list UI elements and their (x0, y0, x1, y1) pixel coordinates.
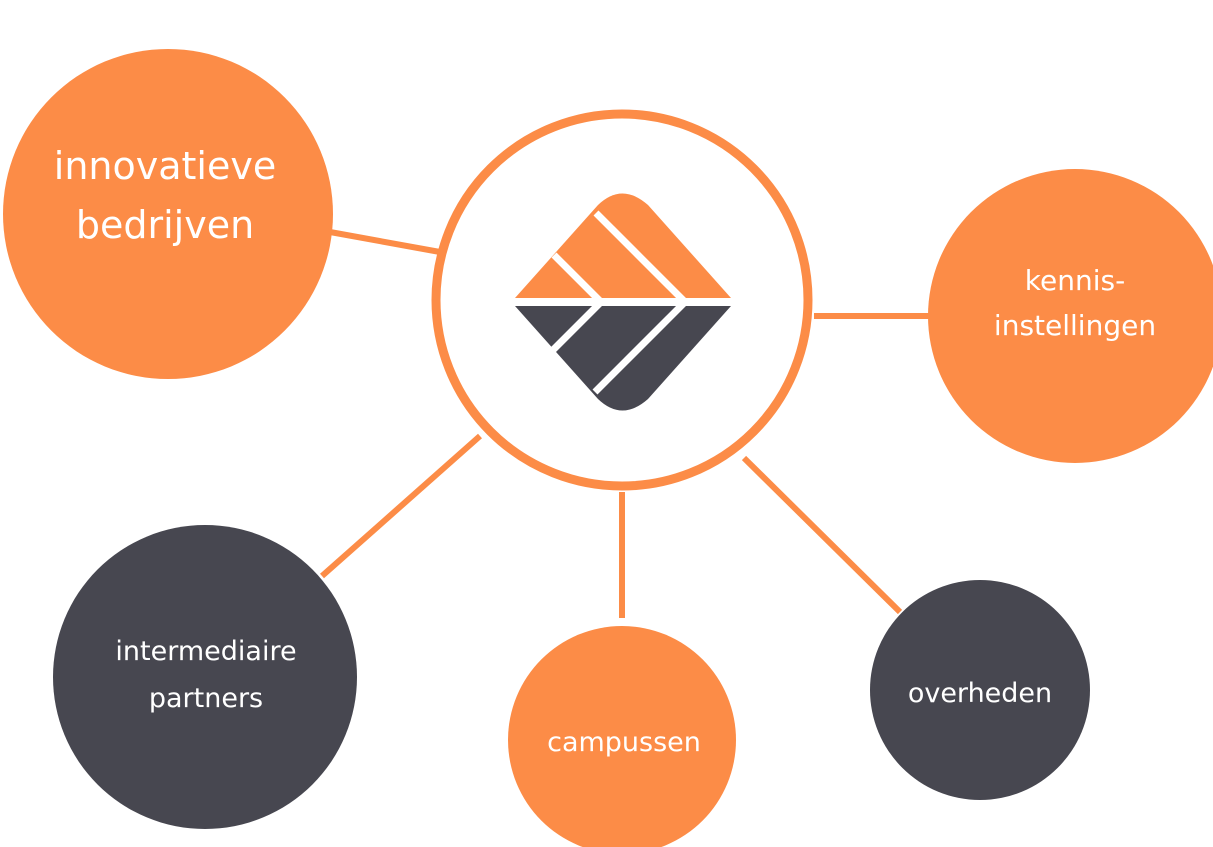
node-label-innovatieve-bedrijven-line2: bedrijven (76, 203, 254, 247)
connectors (320, 229, 930, 618)
node-label-innovatieve-bedrijven-line1: innovatieve (54, 144, 276, 188)
node-label-campussen: campussen (547, 727, 701, 758)
node-label-intermediaire-partners-line1: intermediaire (115, 636, 296, 667)
node-label-kennisinstellingen-line1: kennis- (1025, 264, 1125, 297)
connector-intermediaire-partners (320, 433, 482, 579)
node-intermediaire-partners: intermediaire partners (53, 525, 357, 829)
node-circle-intermediaire-partners (53, 525, 357, 829)
logo-chevron-lines (512, 210, 734, 395)
hub (431, 109, 813, 491)
diamond-chevron-logo-icon (512, 193, 734, 411)
node-campussen: campussen (508, 626, 736, 847)
node-circle-innovatieve-bedrijven (3, 49, 333, 379)
node-kennisinstellingen: kennis- instellingen (928, 169, 1213, 463)
connector-overheden (741, 455, 903, 615)
node-circle-campussen (508, 626, 736, 847)
node-overheden: overheden (870, 580, 1090, 800)
node-label-intermediaire-partners-line2: partners (149, 683, 263, 714)
node-label-kennisinstellingen-line2: instellingen (994, 309, 1156, 342)
node-label-overheden: overheden (908, 678, 1052, 709)
node-circle-kennisinstellingen (928, 169, 1213, 463)
connector-innovatieve-bedrijven (329, 229, 441, 255)
node-innovatieve-bedrijven: innovatieve bedrijven (3, 49, 333, 379)
node-circle-overheden (870, 580, 1090, 800)
